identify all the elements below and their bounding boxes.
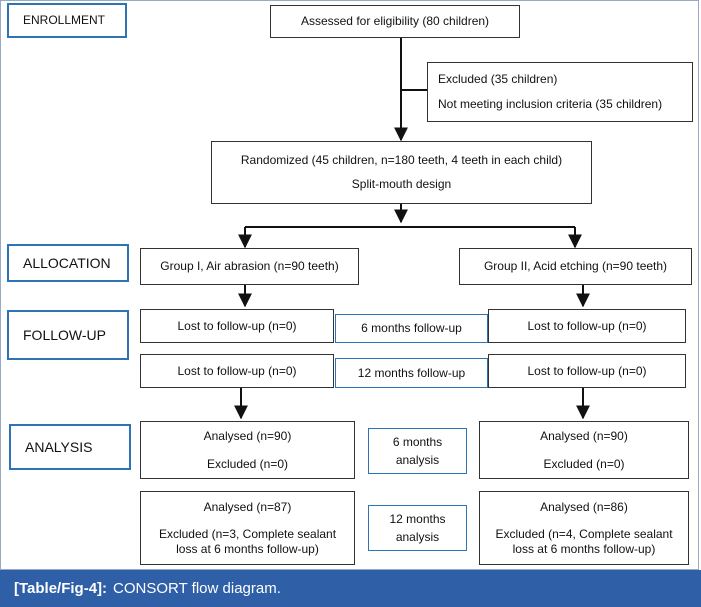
followup-6-mid-box: 6 months follow-up: [335, 314, 488, 343]
analysis-12-mid-line2: analysis: [395, 529, 440, 544]
followup-6-right-text: Lost to follow-up (n=0): [527, 318, 647, 333]
randomized-line1: Randomized (45 children, n=180 teeth, 4 …: [240, 153, 563, 167]
analysis-12-right-excluded1: Excluded (n=4, Complete sealant: [495, 526, 673, 541]
analysis-12-right-box: Analysed (n=86) Excluded (n=4, Complete …: [479, 491, 689, 565]
group2-text: Group II, Acid etching (n=90 teeth): [483, 259, 668, 273]
analysis-12-right-analysed: Analysed (n=86): [540, 499, 628, 514]
followup-12-mid-text: 12 months follow-up: [357, 365, 466, 380]
followup-12-mid-box: 12 months follow-up: [335, 358, 488, 388]
stage-follow-up: FOLLOW-UP: [7, 310, 129, 360]
stage-follow-up-label: FOLLOW-UP: [23, 326, 106, 343]
eligibility-box: Assessed for eligibility (80 children): [270, 5, 520, 38]
stage-enrollment-label: ENROLLMENT: [23, 13, 106, 27]
followup-6-right-box: Lost to follow-up (n=0): [488, 309, 686, 343]
randomized-box: Randomized (45 children, n=180 teeth, 4 …: [211, 141, 592, 204]
analysis-6-left-excluded: Excluded (n=0): [206, 456, 289, 471]
analysis-12-left-excluded2: loss at 6 months follow-up): [176, 541, 319, 556]
caption-tag: [Table/Fig-4]:: [14, 580, 108, 597]
group1-text: Group I, Air abrasion (n=90 teeth): [160, 259, 339, 273]
analysis-6-mid-box: 6 months analysis: [368, 428, 467, 474]
followup-6-left-text: Lost to follow-up (n=0): [177, 318, 297, 333]
analysis-6-right-box: Analysed (n=90) Excluded (n=0): [479, 421, 689, 479]
stage-allocation-label: ALLOCATION: [23, 254, 111, 271]
followup-12-left-box: Lost to follow-up (n=0): [140, 354, 334, 388]
stage-allocation: ALLOCATION: [7, 244, 129, 282]
eligibility-text: Assessed for eligibility (80 children): [300, 14, 490, 28]
stage-analysis-label: ANALYSIS: [25, 438, 93, 455]
group1-box: Group I, Air abrasion (n=90 teeth): [140, 248, 359, 285]
flow-connectors: [234, 38, 590, 420]
analysis-12-left-box: Analysed (n=87) Excluded (n=3, Complete …: [140, 491, 355, 565]
analysis-12-mid-line1: 12 months: [389, 511, 446, 526]
followup-6-left-box: Lost to follow-up (n=0): [140, 309, 334, 343]
analysis-12-right-excluded2: loss at 6 months follow-up): [512, 541, 656, 556]
randomized-line2: Split-mouth design: [351, 177, 452, 191]
caption-text: CONSORT flow diagram.: [113, 580, 281, 597]
stage-analysis: ANALYSIS: [9, 424, 131, 470]
analysis-6-left-box: Analysed (n=90) Excluded (n=0): [140, 421, 355, 479]
stage-enrollment: ENROLLMENT: [7, 3, 127, 38]
figure-caption: [Table/Fig-4]: CONSORT flow diagram.: [0, 570, 701, 607]
analysis-12-left-excluded1: Excluded (n=3, Complete sealant: [158, 526, 337, 541]
followup-12-right-box: Lost to follow-up (n=0): [488, 354, 686, 388]
followup-6-mid-text: 6 months follow-up: [361, 321, 462, 335]
analysis-6-left-analysed: Analysed (n=90): [203, 428, 292, 443]
analysis-6-right-excluded: Excluded (n=0): [543, 456, 625, 471]
excluded-box: Excluded (35 children) Not meeting inclu…: [427, 62, 693, 122]
followup-12-right-text: Lost to follow-up (n=0): [527, 363, 647, 378]
group2-box: Group II, Acid etching (n=90 teeth): [459, 248, 692, 285]
excluded-reason: Not meeting inclusion criteria (35 child…: [438, 97, 663, 111]
analysis-12-mid-box: 12 months analysis: [368, 505, 467, 551]
analysis-6-mid-line2: analysis: [395, 452, 440, 467]
analysis-6-mid-line1: 6 months: [392, 434, 443, 449]
analysis-12-left-analysed: Analysed (n=87): [203, 499, 292, 514]
excluded-title: Excluded (35 children): [438, 72, 558, 86]
followup-12-left-text: Lost to follow-up (n=0): [177, 363, 297, 378]
analysis-6-right-analysed: Analysed (n=90): [540, 428, 628, 443]
